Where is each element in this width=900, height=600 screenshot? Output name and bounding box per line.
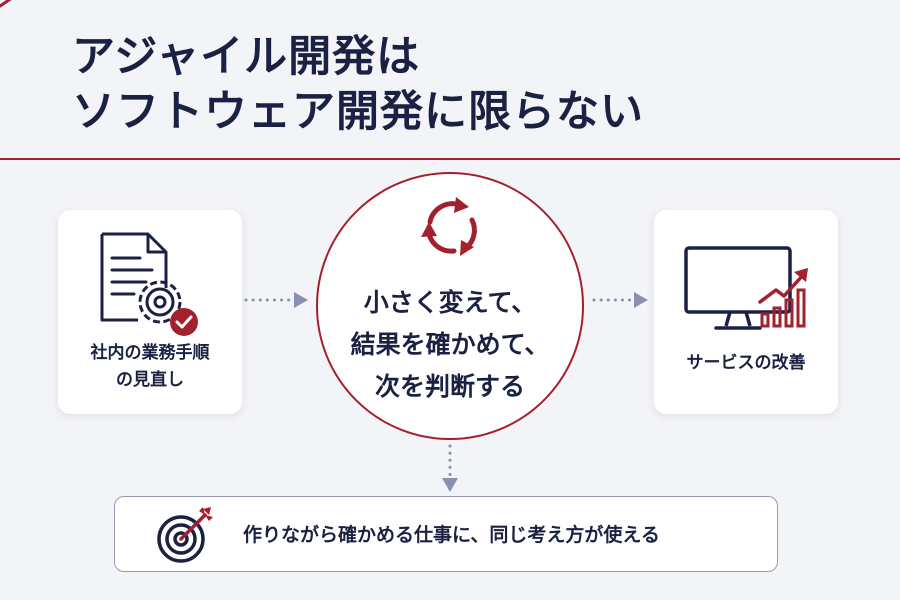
title-line-1: アジャイル開発は: [72, 32, 421, 82]
corner-accent-stripe: [0, 0, 48, 21]
card-label-line-2: の見直し: [116, 370, 184, 390]
center-message: 小さく変えて、 結果を確かめて、 次を判断する: [318, 282, 582, 408]
document-gear-check-icon: [100, 232, 198, 336]
card-label-service-improvement: サービスの改善: [686, 353, 806, 373]
cycle-arrows-icon: [421, 197, 477, 256]
conclusion-box: 作りながら確かめる仕事に、同じ考え方が使える: [114, 496, 778, 572]
center-line-1: 小さく変えて、: [363, 288, 537, 317]
page-title: アジャイル開発は ソフトウェア開発に限らない: [72, 30, 644, 140]
card-label-line-1: 社内の業務手順: [90, 343, 210, 363]
conclusion-text: 作りながら確かめる仕事に、同じ考え方が使える: [243, 524, 660, 546]
target-arrow-icon: [157, 507, 213, 563]
card-business-process: 社内の業務手順 の見直し: [58, 210, 242, 414]
center-line-2: 結果を確かめて、: [350, 330, 550, 359]
center-line-3: 次を判断する: [374, 372, 525, 401]
dotted-arrow-right-icon: [592, 292, 648, 308]
center-circle: 小さく変えて、 結果を確かめて、 次を判断する: [316, 172, 584, 440]
dotted-arrow-right-icon: [244, 292, 308, 308]
title-divider: [0, 158, 900, 160]
monitor-growth-chart-icon: [684, 246, 808, 330]
card-label-business-process: 社内の業務手順 の見直し: [58, 340, 242, 394]
title-line-2: ソフトウェア開発に限らない: [72, 87, 644, 137]
dotted-arrow-down-icon: [442, 444, 458, 492]
card-service-improvement: サービスの改善: [654, 210, 838, 414]
